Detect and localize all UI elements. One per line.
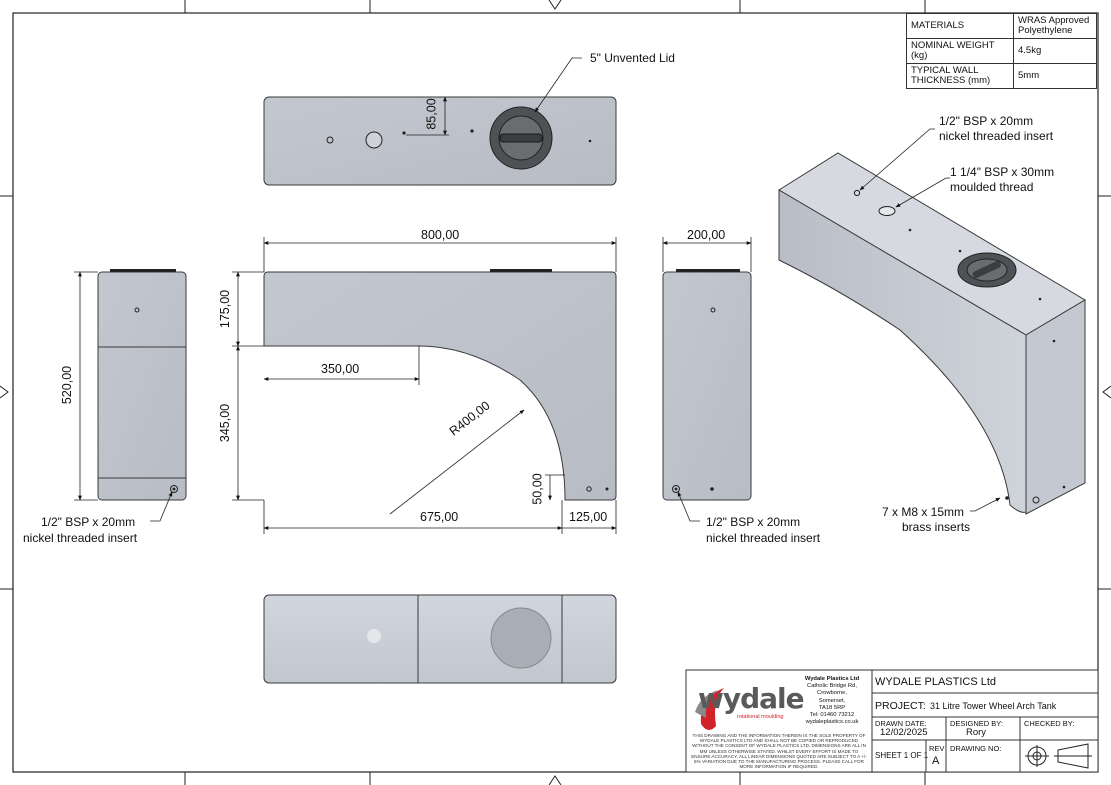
callout-left-insert-line2: nickel threaded insert: [23, 531, 138, 545]
callout-right-insert-line1: 1/2" BSP x 20mm: [706, 515, 801, 529]
callout-brass-line2: brass inserts: [902, 520, 971, 534]
project-label: PROJECT:: [875, 700, 926, 712]
dim-675: 675,00: [420, 510, 459, 524]
dim-175: 175,00: [218, 289, 233, 329]
address-line: Somerset,: [818, 697, 846, 704]
materials-value: WRAS Approved Polyethylene: [1013, 13, 1097, 39]
company-address-block: Wydale Plastics Ltd Catholic Bridge Rd, …: [796, 676, 868, 726]
table-row: TYPICAL WALL THICKNESS (mm) 5mm: [906, 63, 1097, 89]
company-name: Wydale Plastics Ltd: [804, 676, 860, 682]
dim-800: 800,00: [421, 228, 460, 242]
company-tel: Tel: 01460 73212: [809, 712, 855, 719]
left-side-view: [97, 269, 187, 501]
top-view: [263, 96, 617, 186]
address-line: Catholic Bridge Rd,: [807, 683, 857, 690]
callout-left-insert-line1: 1/2" BSP x 20mm: [41, 515, 136, 529]
lid-top: [489, 106, 553, 170]
callout-lid: 5" Unvented Lid: [590, 51, 675, 65]
isometric-view: [778, 152, 1086, 515]
wall-value: 5mm: [1013, 63, 1097, 89]
callout-brass-line1: 7 x M8 x 15mm: [882, 505, 965, 519]
dim-350: 350,00: [321, 362, 360, 376]
dimension-lines: [74, 96, 752, 534]
project-value: 31 Litre Tower Wheel Arch Tank: [930, 701, 1057, 711]
table-row: NOMINAL WEIGHT (kg) 4.5kg: [906, 38, 1097, 64]
lid-iso: [957, 252, 1017, 288]
dim-520: 520,00: [60, 365, 75, 405]
callout-insert-top-line1: 1/2" BSP x 20mm: [939, 114, 1034, 128]
weight-value: 4.5kg: [1013, 38, 1097, 64]
address-line: Crowborne,: [817, 690, 847, 697]
checked-by-label: CHECKED BY:: [1024, 719, 1075, 728]
logo-text: wydale: [698, 682, 805, 715]
designed-by-value: Rory: [966, 727, 987, 738]
callout-leaders: [150, 57, 1001, 522]
rev-value: A: [932, 755, 940, 767]
callout-moulded-line1: 1 1/4" BSP x 30mm: [950, 165, 1055, 179]
designed-by-label: DESIGNED BY:: [950, 719, 1003, 728]
materials-label: MATERIALS: [906, 13, 1014, 39]
logo-subtitle: rotational moulding: [737, 714, 784, 720]
callout-insert-top-line2: nickel threaded insert: [939, 129, 1054, 143]
disclaimer: THIS DRAWING AND THE INFORMATION THEREIN…: [691, 733, 867, 770]
right-side-view: [662, 269, 752, 501]
title-block: [685, 669, 1099, 773]
drawn-date-value: 12/02/2025: [880, 727, 928, 738]
table-row: MATERIALS WRAS Approved Polyethylene: [906, 13, 1097, 39]
dim-125: 125,00: [569, 510, 608, 524]
dim-50: 50,00: [530, 473, 545, 505]
company-heading: WYDALE PLASTICS Ltd: [875, 676, 997, 688]
dim-345: 345,00: [218, 403, 233, 443]
bottom-view: [263, 594, 617, 684]
dim-200: 200,00: [687, 228, 726, 242]
company-web: wydaleplastics.co.uk: [805, 719, 859, 726]
projection-symbol: [1025, 743, 1092, 769]
logo-swoosh: [695, 688, 724, 731]
wall-label: TYPICAL WALL THICKNESS (mm): [906, 63, 1014, 89]
rev-label: REV: [929, 744, 945, 753]
address-line: TA18 5RP: [818, 704, 846, 711]
sheet-number: SHEET 1 OF 1: [875, 751, 929, 760]
sheet-border: [12, 12, 1099, 773]
dim-85: 85,00: [424, 98, 439, 130]
drawn-date-label: DRAWN DATE:: [875, 719, 927, 728]
drawing-no-label: DRAWING NO:: [950, 744, 1002, 753]
outlet-hole: [365, 131, 383, 149]
front-view: [263, 269, 617, 501]
weight-label: NOMINAL WEIGHT (kg): [906, 38, 1014, 64]
materials-table: MATERIALS WRAS Approved Polyethylene NOM…: [906, 13, 1097, 89]
callout-moulded-line2: moulded thread: [950, 180, 1034, 194]
callout-right-insert-line2: nickel threaded insert: [706, 531, 821, 545]
